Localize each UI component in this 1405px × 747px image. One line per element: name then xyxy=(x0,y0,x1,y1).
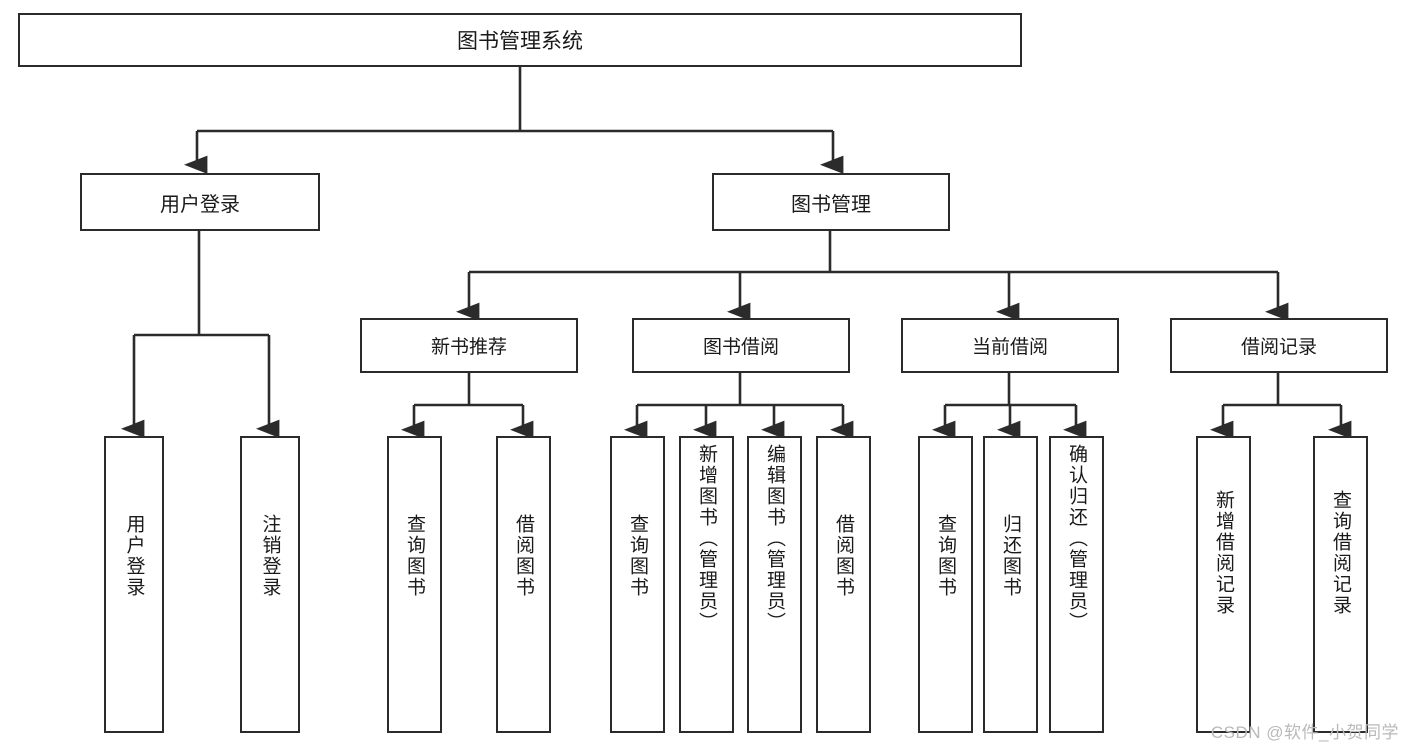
node-label: 图书管理系统 xyxy=(457,30,583,53)
leaf-add-borrow-record[interactable]: 新增借阅记录 xyxy=(1196,436,1251,733)
leaf-label: 新增借阅记录 xyxy=(1213,490,1234,616)
leaf-label: 编辑图书（管理员） xyxy=(764,444,785,633)
node-label: 当前借阅 xyxy=(971,337,1048,358)
leaf-label: 用户登录 xyxy=(123,514,145,598)
leaf-query-book-recommend[interactable]: 查询图书 xyxy=(387,436,442,733)
leaf-label: 查询借阅记录 xyxy=(1330,490,1351,616)
node-new-book-recommend[interactable]: 新书推荐 xyxy=(360,318,578,373)
node-current-borrow[interactable]: 当前借阅 xyxy=(901,318,1119,373)
leaf-label: 确认归还（管理员） xyxy=(1066,444,1087,633)
watermark-text: CSDN @软件_小贺同学 xyxy=(1210,723,1399,742)
node-book-borrow[interactable]: 图书借阅 xyxy=(632,318,850,373)
leaf-query-book-borrow[interactable]: 查询图书 xyxy=(610,436,665,733)
leaf-borrow-book[interactable]: 借阅图书 xyxy=(816,436,871,733)
leaf-label: 借阅图书 xyxy=(833,514,854,598)
node-label: 新书推荐 xyxy=(430,337,507,358)
leaf-query-book-current[interactable]: 查询图书 xyxy=(918,436,973,733)
leaf-add-book-admin[interactable]: 新增图书（管理员） xyxy=(679,436,734,733)
leaf-label: 借阅图书 xyxy=(513,514,534,598)
leaf-label: 新增图书（管理员） xyxy=(696,444,717,633)
leaf-label: 查询图书 xyxy=(935,514,956,598)
node-book-manage[interactable]: 图书管理 xyxy=(712,173,950,231)
leaf-label: 查询图书 xyxy=(404,514,425,598)
node-label: 图书借阅 xyxy=(702,337,779,358)
node-root-library-system[interactable]: 图书管理系统 xyxy=(18,13,1022,67)
node-borrow-record[interactable]: 借阅记录 xyxy=(1170,318,1388,373)
leaf-user-login[interactable]: 用户登录 xyxy=(104,436,164,733)
leaf-confirm-return-admin[interactable]: 确认归还（管理员） xyxy=(1049,436,1104,733)
leaf-query-borrow-record[interactable]: 查询借阅记录 xyxy=(1313,436,1368,733)
node-user-login[interactable]: 用户登录 xyxy=(80,173,320,231)
leaf-return-book[interactable]: 归还图书 xyxy=(983,436,1038,733)
leaf-label: 查询图书 xyxy=(627,514,648,598)
leaf-edit-book-admin[interactable]: 编辑图书（管理员） xyxy=(747,436,802,733)
leaf-label: 注销登录 xyxy=(259,514,281,598)
node-label: 用户登录 xyxy=(160,193,240,216)
node-label: 借阅记录 xyxy=(1240,337,1317,358)
leaf-borrow-book-recommend[interactable]: 借阅图书 xyxy=(496,436,551,733)
leaf-label: 归还图书 xyxy=(1000,514,1021,598)
leaf-logout[interactable]: 注销登录 xyxy=(240,436,300,733)
node-label: 图书管理 xyxy=(791,193,871,216)
